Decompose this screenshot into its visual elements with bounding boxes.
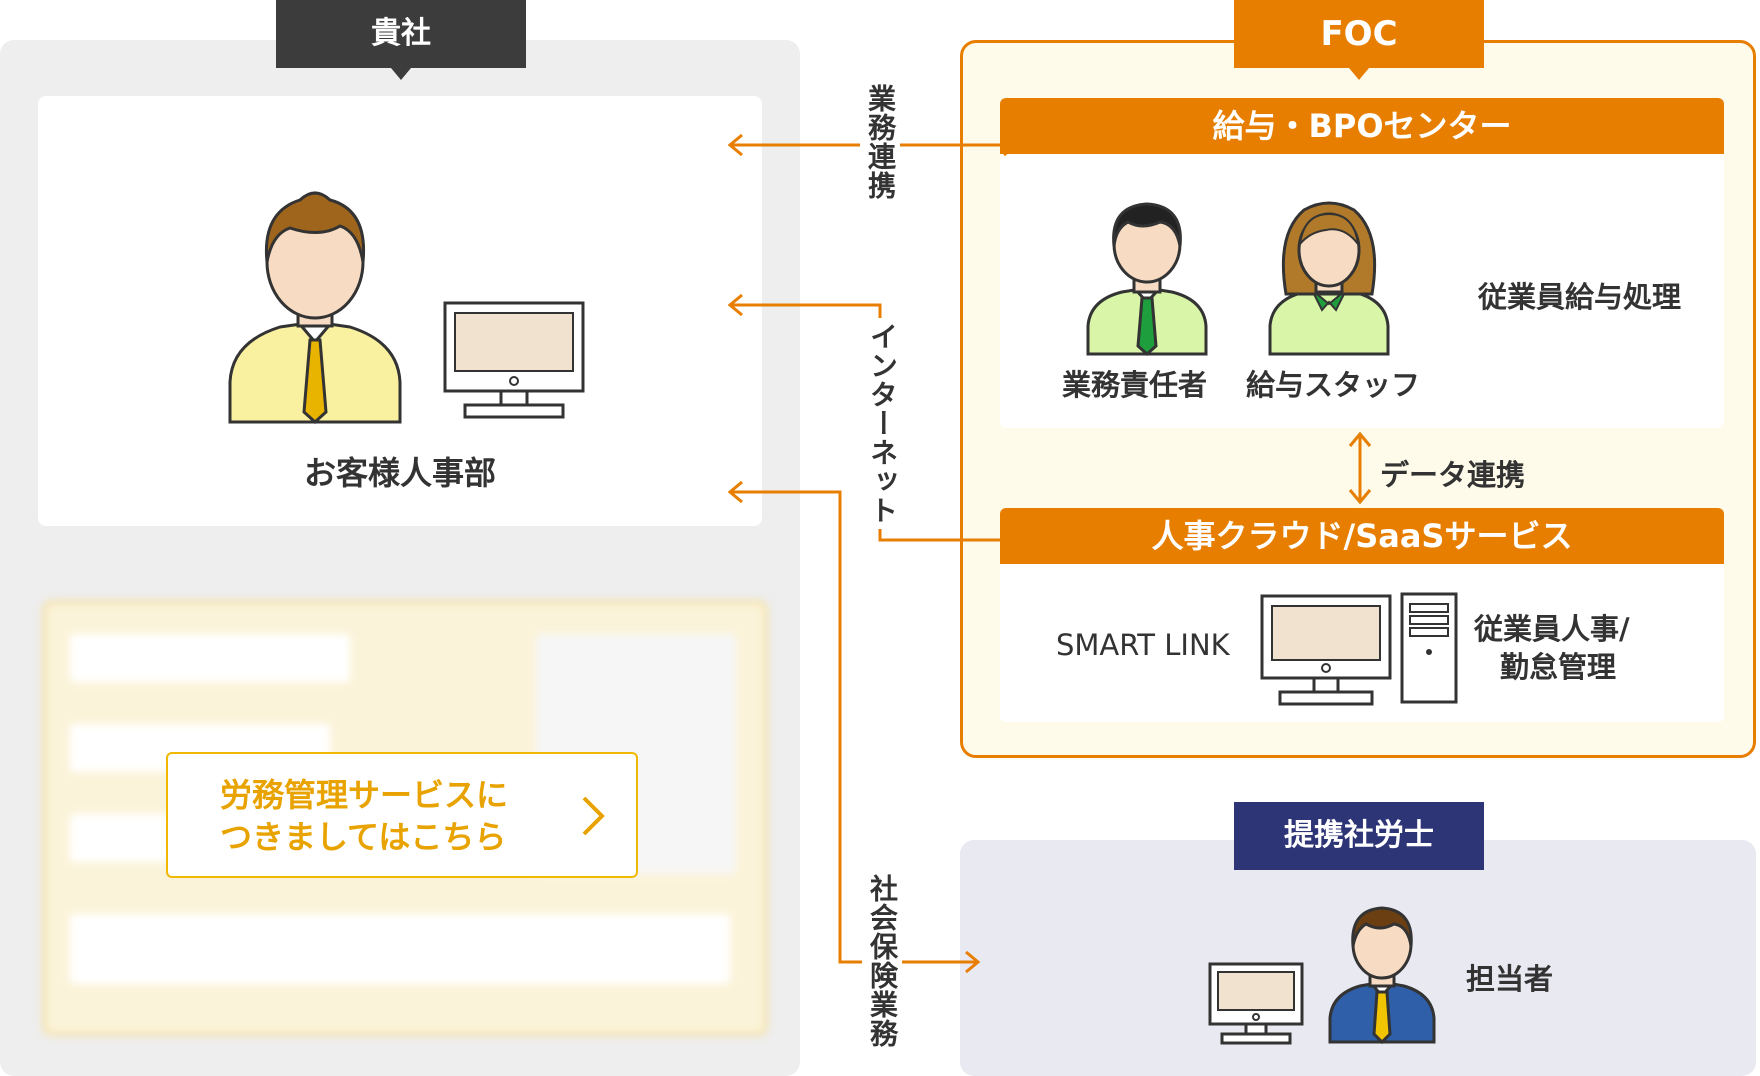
payroll-staff-person-icon <box>1268 201 1390 356</box>
data-link-arrow-icon <box>1348 431 1372 505</box>
hr-description-line2: 勤怠管理 <box>1500 650 1617 684</box>
manager-label: 業務責任者 <box>1062 368 1208 402</box>
sharo-person-icon <box>1328 906 1436 1045</box>
cta-line1: 労務管理サービスに <box>220 776 509 814</box>
bpo-description: 従業員給与処理 <box>1478 280 1682 314</box>
partner-sharoushi-tag: 提携社労士 <box>1234 802 1484 870</box>
sharo-person-label: 担当者 <box>1466 962 1554 996</box>
payroll-staff-label: 給与スタッフ <box>1246 368 1421 402</box>
foc-tag: FOC <box>1234 0 1484 80</box>
cta-text: 労務管理サービスに つきましてはこちら <box>220 774 580 858</box>
bpo-center-header: 給与・BPOセンター <box>1000 98 1724 154</box>
bpo-center-box: 給与・BPOセンター 業務責任者 給与スタッフ 従業員給与処理 <box>1000 98 1724 428</box>
cta-line2: つきましてはこちら <box>220 818 507 856</box>
labor-management-link-button[interactable]: 労務管理サービスに つきましてはこちら <box>166 752 638 878</box>
sharo-monitor-icon <box>1208 962 1304 1045</box>
hr-cloud-box: 人事クラウド/SaaSサービス SMART LINK 従業員人事/ 勤怠管理 <box>1000 508 1724 722</box>
server-tower-icon <box>1400 592 1458 704</box>
hr-description-line1: 従業員人事/ <box>1474 612 1630 646</box>
blurred-service-diagram <box>42 600 768 1036</box>
manager-person-icon <box>1086 202 1208 357</box>
chevron-right-icon <box>582 796 605 836</box>
hr-cloud-header: 人事クラウド/SaaSサービス <box>1000 508 1724 564</box>
customer-monitor-icon <box>443 301 585 419</box>
hr-monitor-icon <box>1260 594 1392 706</box>
internet-label: インターネット <box>862 318 902 529</box>
kisha-tag: 貴社 <box>276 0 526 80</box>
customer-label: お客様人事部 <box>303 454 496 492</box>
customer-person-icon <box>228 191 402 425</box>
customer-card: お客様人事部 <box>38 96 762 526</box>
data-link-label: データ連携 <box>1380 458 1526 492</box>
smart-link-label: SMART LINK <box>1056 628 1230 662</box>
business-link-label: 業務連携 <box>860 80 900 204</box>
social-insurance-label: 社会保険業務 <box>862 870 902 1052</box>
